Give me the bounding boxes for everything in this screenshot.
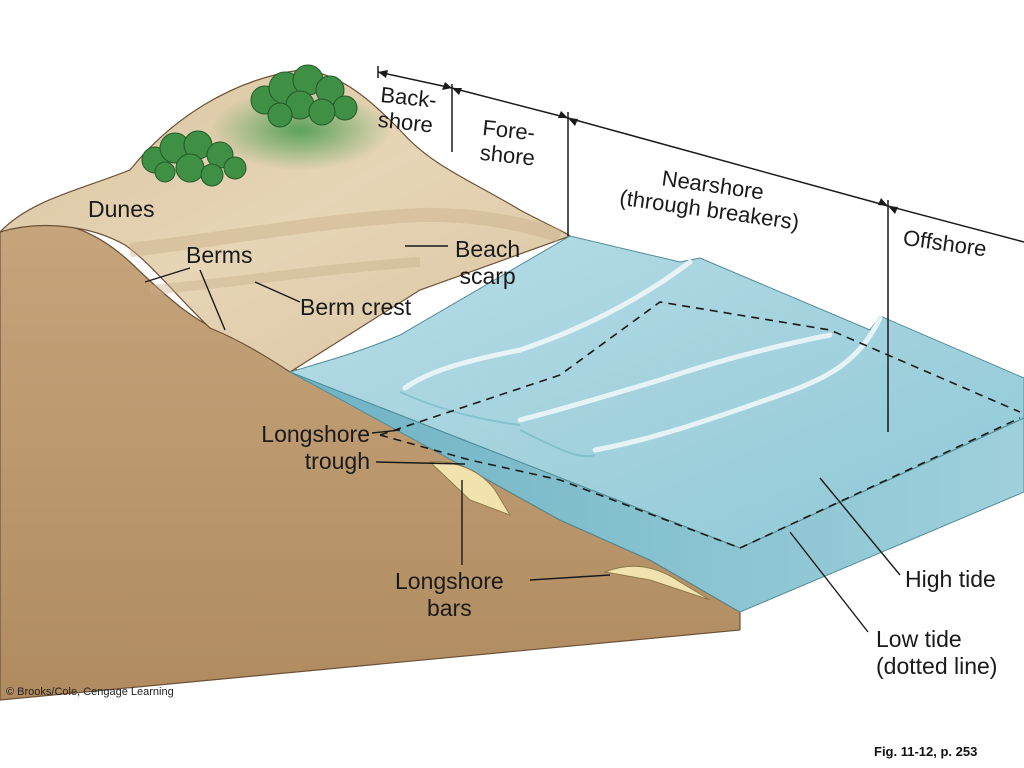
low-tide-label: Low tide(dotted line) [876, 626, 998, 679]
longshore-bar [428, 461, 512, 516]
berm-band [129, 207, 563, 257]
high-tide-label: High tide [905, 566, 996, 592]
water-surface [288, 235, 1024, 549]
dunes-label: Dunes [88, 196, 155, 222]
shrub [141, 130, 247, 187]
berms-label: Berms [186, 242, 253, 268]
zone-arrowheads [378, 70, 898, 214]
berm-crest-label: Berm crest [300, 294, 412, 320]
berm-band [149, 257, 421, 295]
copyright-credit: © Brooks/Cole, Cengage Learning [6, 686, 174, 698]
sand-surface [0, 69, 572, 373]
shrub [250, 64, 358, 128]
backshore-label: Back-shore [376, 82, 438, 138]
longshore-bar [603, 565, 711, 601]
foreshore-label: Fore-shore [478, 115, 537, 171]
wave-crests [402, 259, 883, 453]
wave-faces [399, 391, 596, 458]
leader-lines [144, 245, 901, 633]
zone-dividers [377, 66, 1024, 432]
figure-reference: Fig. 11-12, p. 253 [874, 744, 978, 759]
low-tide-line [379, 301, 1021, 549]
